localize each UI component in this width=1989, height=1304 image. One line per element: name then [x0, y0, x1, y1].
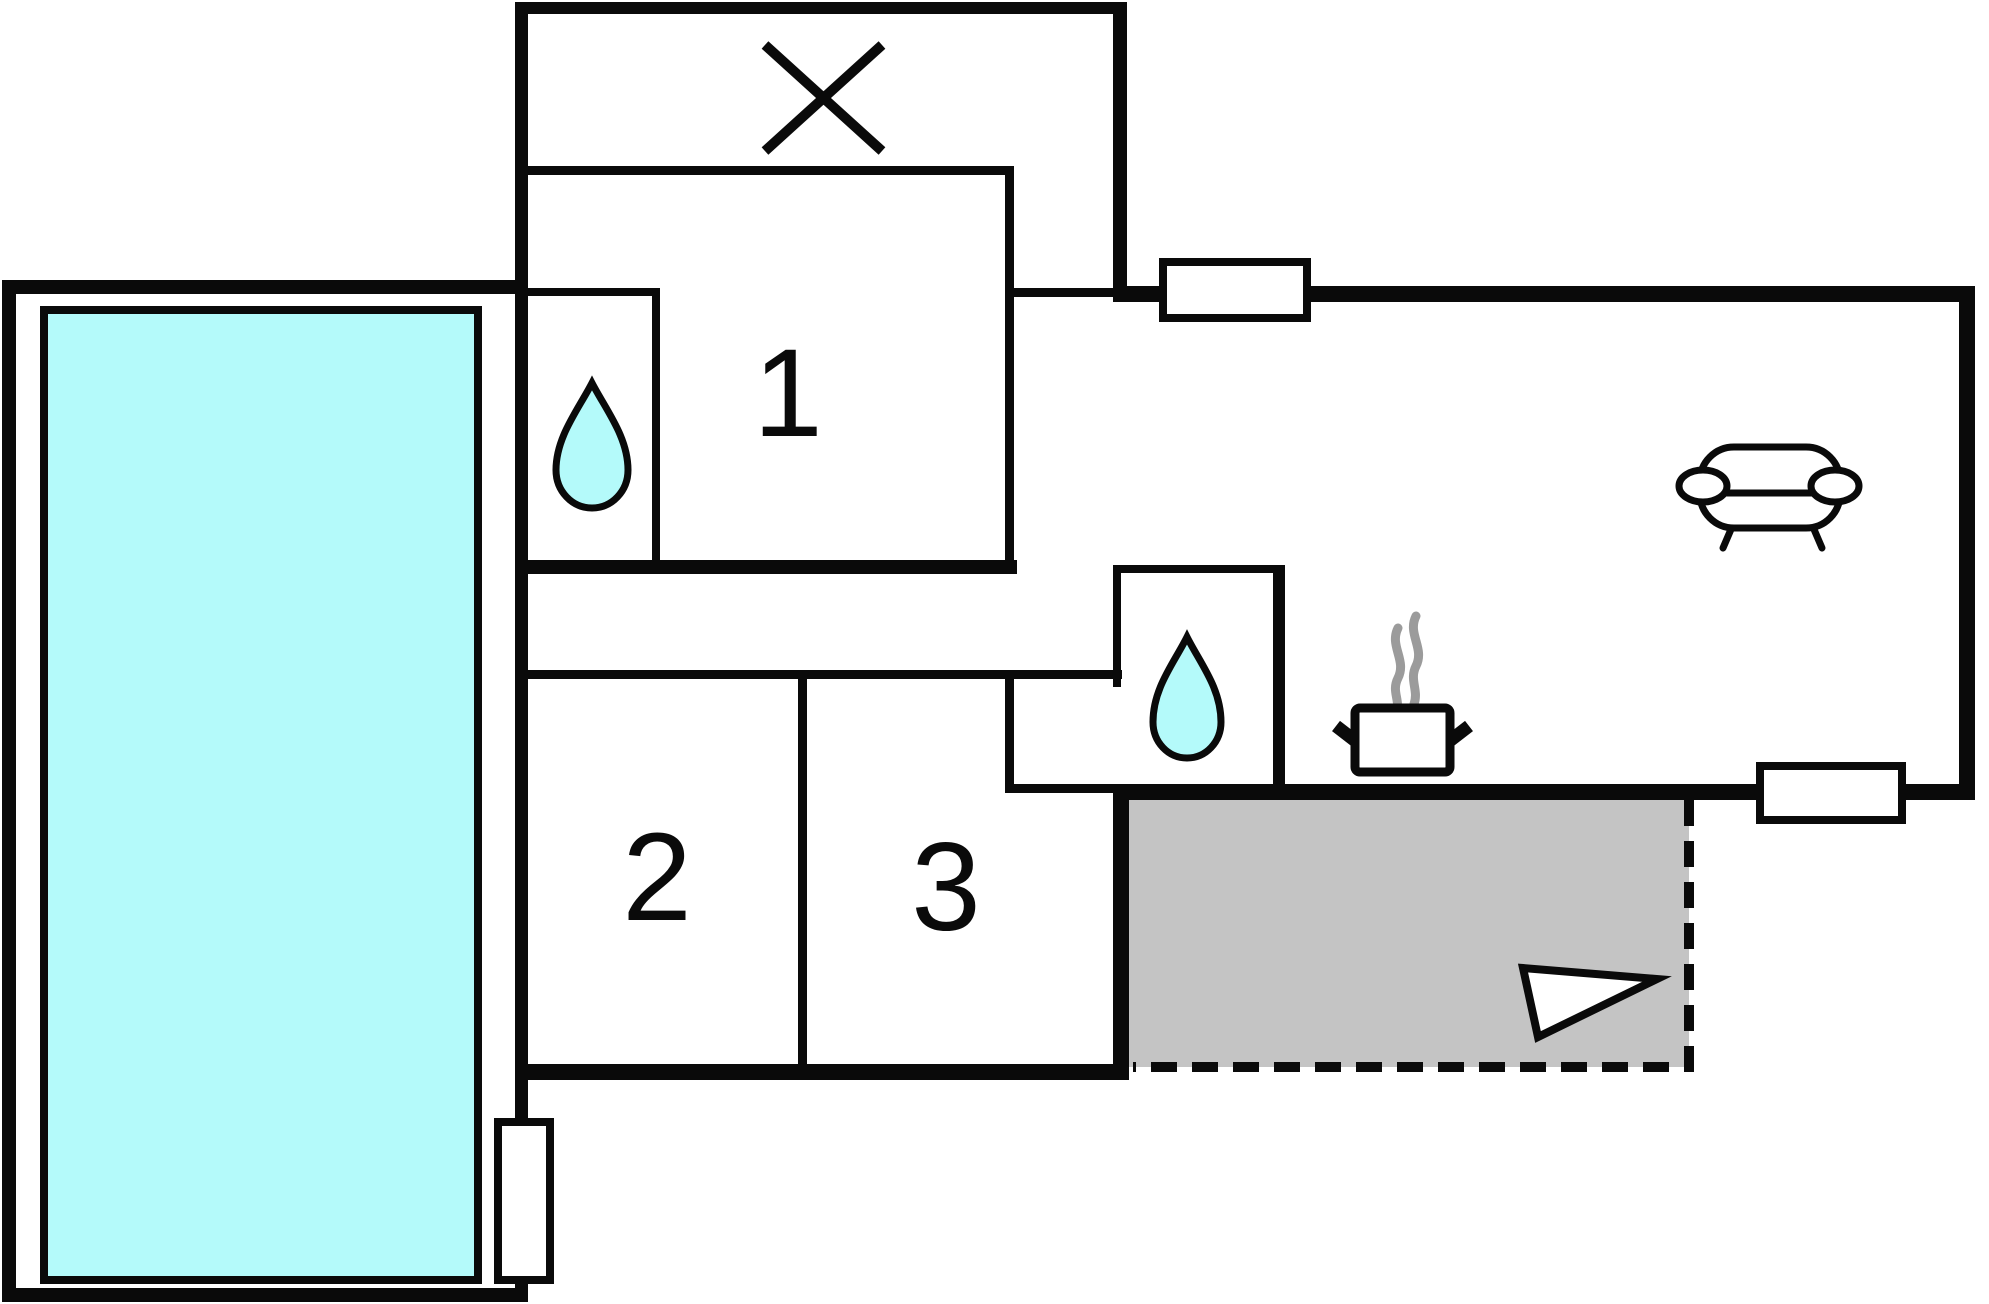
bathroom-drops: [552, 375, 1225, 762]
stove-pot-icon: [1332, 703, 1473, 777]
wall: [515, 2, 528, 1302]
swimming-pool: [40, 306, 482, 1284]
wall: [515, 670, 1122, 679]
wall: [652, 288, 660, 560]
sofa-icon: [1675, 443, 1863, 552]
steam-wisp: [1408, 611, 1424, 709]
room-2-label: 2: [622, 808, 692, 947]
window-pool-house: [494, 1118, 554, 1284]
sofa-armrest: [1675, 466, 1731, 506]
wall: [1959, 286, 1975, 800]
terrace-dashed-boundary: [1133, 800, 1694, 1072]
wall: [2, 280, 16, 1302]
terrace-area: [1129, 800, 1689, 1067]
wall: [1273, 565, 1285, 792]
x-marker-icon: [761, 41, 886, 155]
window-living-top: [1159, 258, 1311, 322]
room-1-label: 1: [753, 324, 823, 463]
wall: [1113, 784, 1129, 1074]
windows: [494, 258, 1906, 1284]
window-living-bottom: [1756, 762, 1906, 824]
water-drop-icon: [552, 375, 632, 512]
wall: [515, 560, 1017, 574]
wall: [2, 1288, 528, 1302]
wall: [528, 166, 1014, 175]
pot-body: [1350, 703, 1455, 777]
wall: [1113, 2, 1127, 298]
steam-icon: [1390, 611, 1424, 717]
wall: [515, 1064, 1129, 1080]
room-3-label: 3: [911, 818, 981, 957]
wall: [1113, 565, 1285, 573]
wall: [1113, 565, 1121, 687]
steam-wisp: [1390, 623, 1406, 717]
water-drop-icon: [1149, 629, 1225, 762]
wall: [515, 2, 1127, 14]
wall: [515, 288, 660, 296]
wall: [1005, 288, 1113, 297]
wall: [1005, 670, 1014, 792]
entrance-arrow-icon: [1517, 963, 1672, 1043]
x-marker-stroke: [761, 41, 886, 155]
wall: [1113, 286, 1975, 302]
wall: [1005, 166, 1014, 574]
sofa-armrest: [1807, 466, 1863, 506]
wall: [1005, 784, 1117, 793]
wall: [798, 670, 807, 1074]
wall: [2, 280, 515, 294]
